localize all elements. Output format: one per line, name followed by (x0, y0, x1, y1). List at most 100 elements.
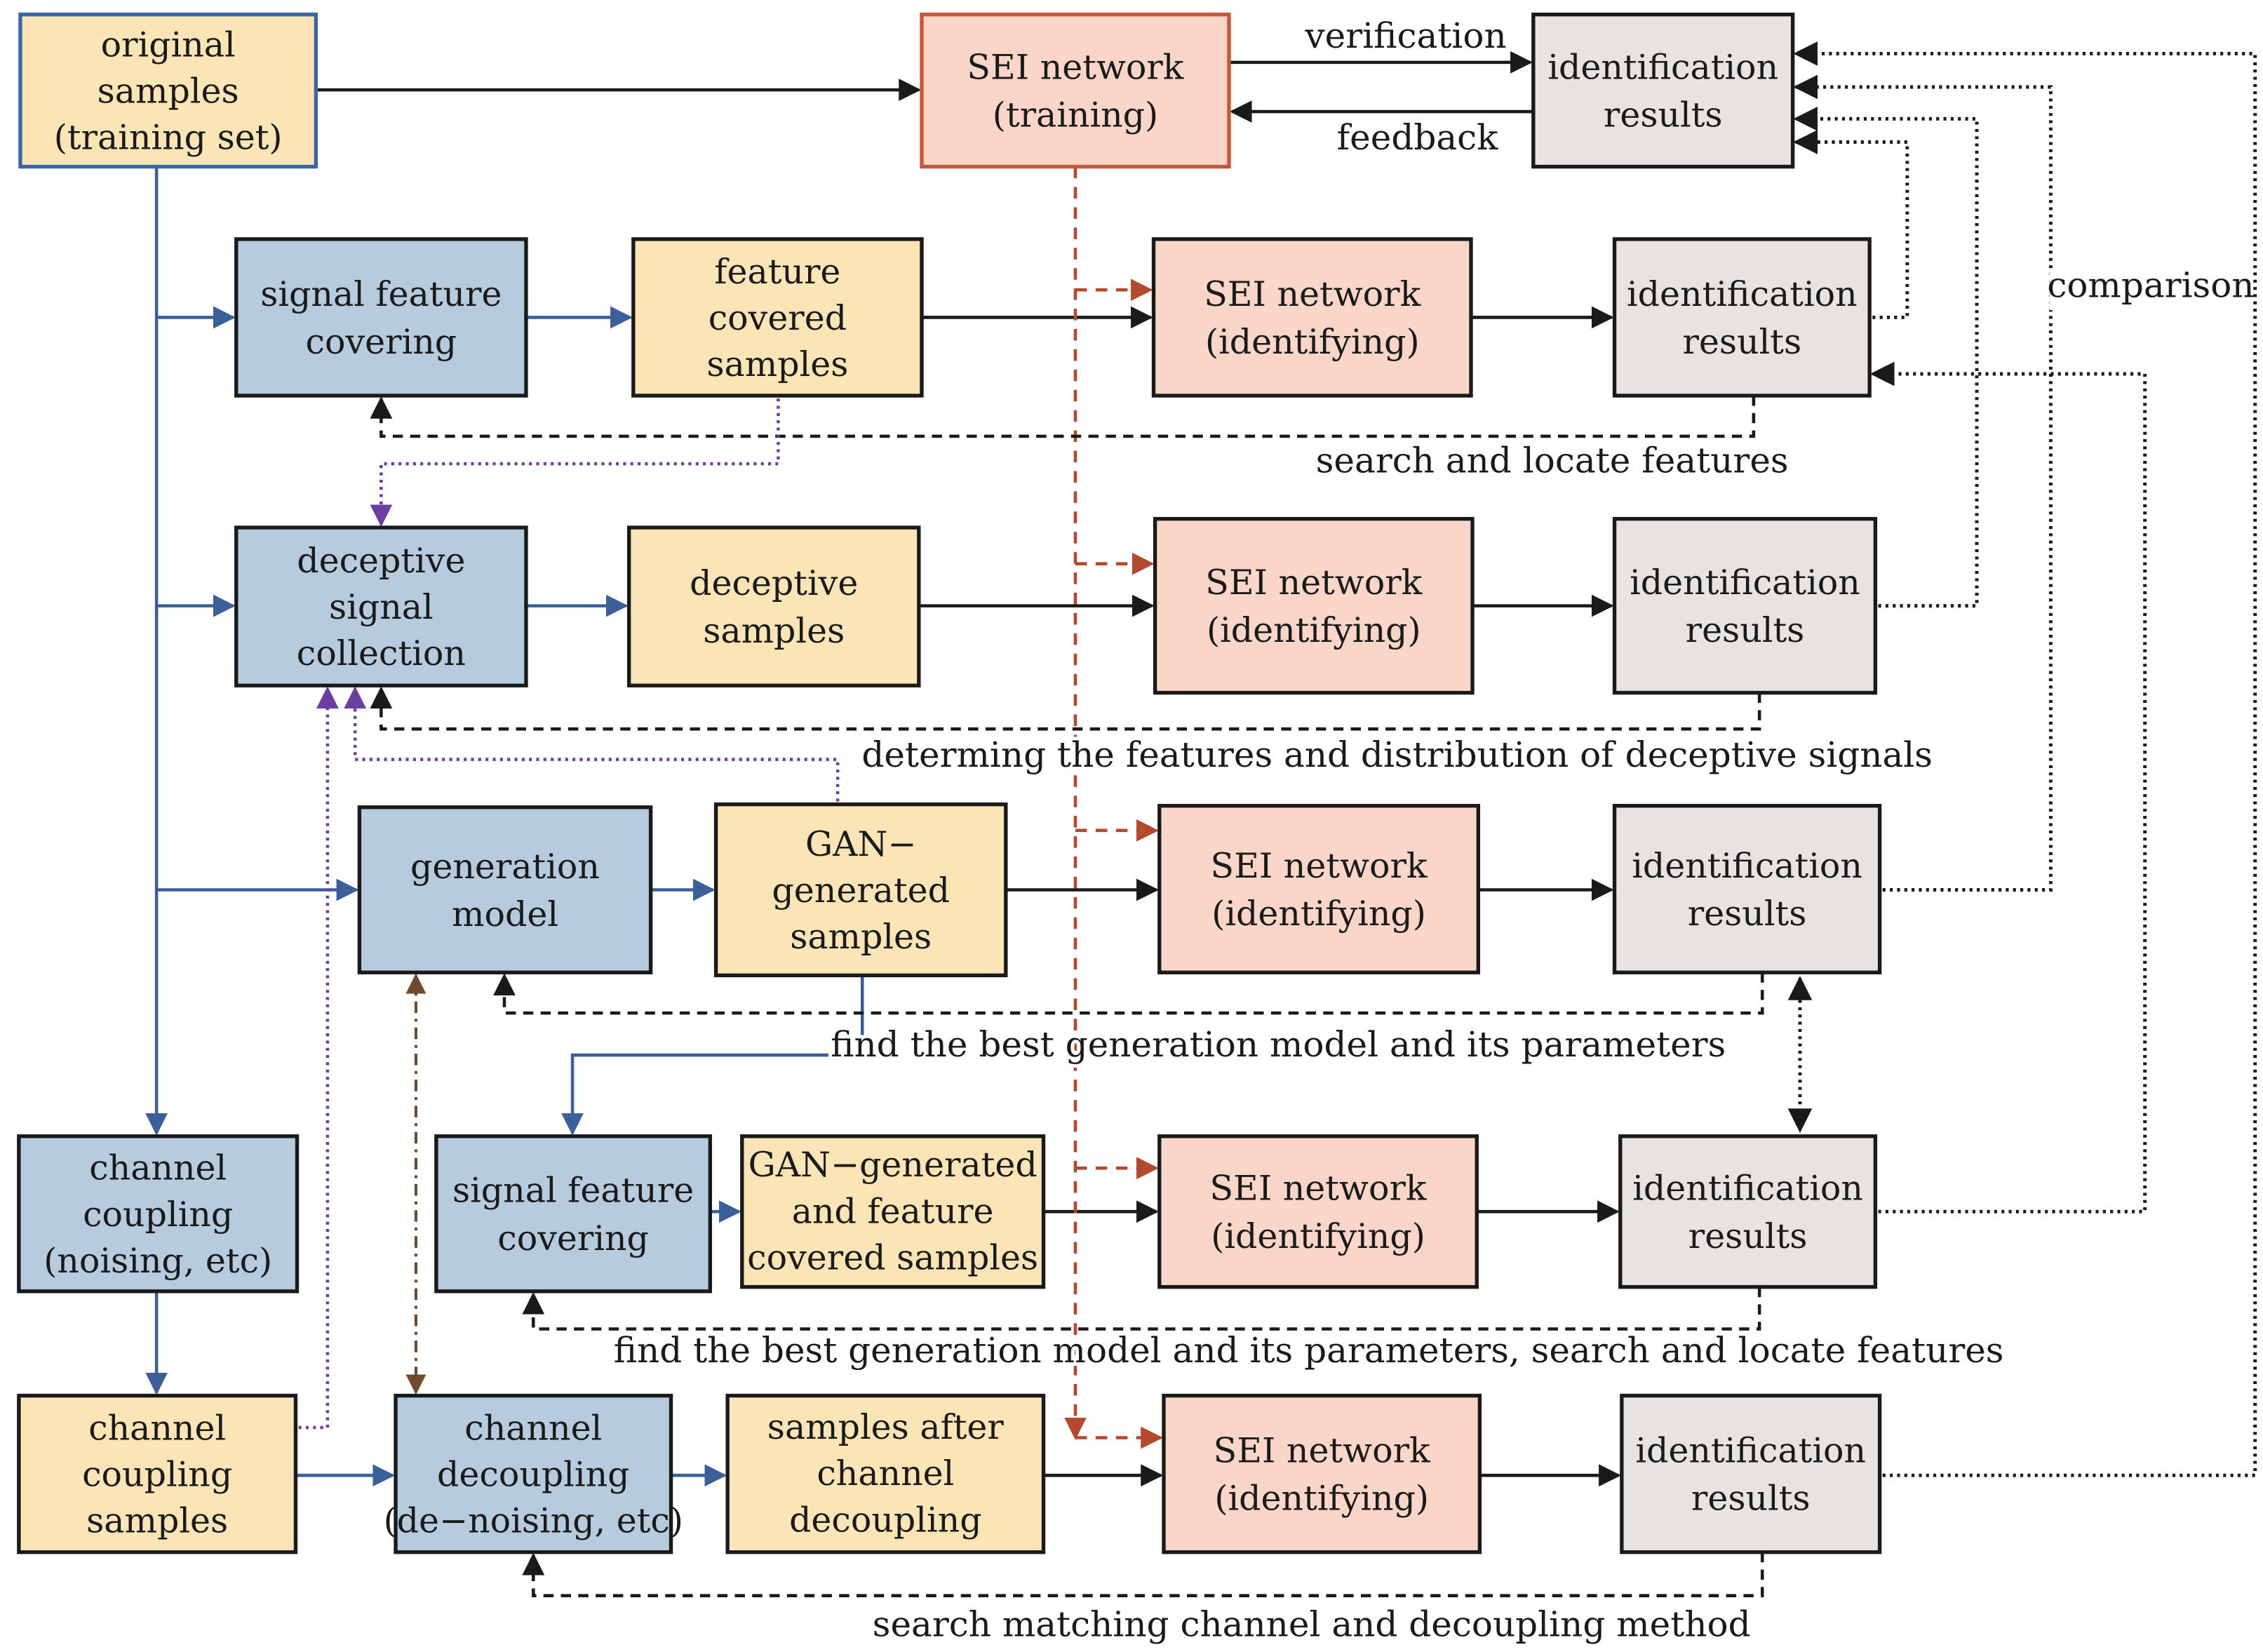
box-sei2-line-0: SEI network (1205, 563, 1423, 603)
box-sei_train-shape (920, 12, 1231, 169)
label-loop2-halo: determing the features and distribution … (861, 734, 1933, 775)
box-ganfc-line-1: and feature (792, 1191, 994, 1231)
box-res1-line-1: results (1683, 322, 1802, 362)
label-comparison: comparison (2047, 265, 2254, 306)
box-sfc1: signal feature covering (234, 237, 528, 398)
box-sfc2-line-0: signal feature (452, 1171, 694, 1211)
box-res4: identification results (1618, 1134, 1878, 1289)
box-sei5-line-1: (identifying) (1214, 1479, 1429, 1519)
box-sei1-line-0: SEI network (1204, 274, 1421, 314)
box-sfc2-line-1: covering (497, 1218, 649, 1258)
box-fcs-line-0: feature (714, 252, 840, 292)
label-loop4: find the best generation model and its p… (614, 1330, 2004, 1371)
label-verification: verification (1304, 15, 1506, 56)
box-fcs-line-1: covered (709, 298, 847, 338)
box-ds-line-1: samples (703, 611, 845, 651)
box-res0-line-0: identification (1547, 48, 1778, 88)
box-res2-line-1: results (1686, 610, 1805, 650)
box-dsc-line-1: signal (329, 587, 434, 627)
box-sacd-line-1: channel (817, 1453, 954, 1493)
box-sei2-line-1: (identifying) (1207, 610, 1421, 650)
box-sfc2-shape (434, 1134, 713, 1294)
box-res4-line-0: identification (1632, 1169, 1863, 1209)
box-sei2-shape (1153, 516, 1475, 695)
box-gan-line-0: GAN− (805, 824, 916, 864)
box-sei5: SEI network (identifying) (1162, 1393, 1482, 1554)
box-ccs-line-1: coupling (82, 1455, 232, 1495)
box-res3-line-0: identification (1632, 846, 1862, 886)
label-loop5: search matching channel and decoupling m… (873, 1604, 1751, 1645)
label-loop2: determing the features and distribution … (861, 734, 1933, 775)
edge-purple-gan-to-dsc (344, 686, 840, 802)
box-sei1: SEI network(identifying) (1151, 237, 1473, 398)
box-ganfc-line-2: covered samples (747, 1237, 1038, 1277)
box-gan-shape (713, 802, 1008, 978)
box-sfc1-shape (234, 237, 528, 398)
box-ccs-line-2: samples (86, 1501, 228, 1541)
box-res2-shape (1612, 516, 1878, 695)
box-sei2: SEI network (identifying) (1153, 516, 1475, 695)
box-original-line-1: samples (98, 72, 239, 112)
box-res3-line-1: results (1688, 894, 1807, 934)
box-res5-line-0: identification (1635, 1431, 1866, 1471)
box-ccs-line-0: channel (88, 1409, 226, 1449)
box-sacd-shape (725, 1393, 1046, 1554)
box-ds-shape (626, 525, 921, 687)
box-gm-line-0: generation (410, 847, 600, 887)
box-gm-line-1: model (452, 894, 558, 934)
box-sfc2: signal feature covering (434, 1134, 713, 1294)
box-sfc1-line-0: signal feature (260, 274, 502, 314)
box-sei3-shape (1157, 804, 1481, 974)
box-sei4-shape (1157, 1134, 1479, 1289)
edge-labels: verification feedback comparison search and… (610, 15, 2255, 1648)
box-cd-shape (394, 1393, 673, 1554)
box-sacd-line-2: decoupling (789, 1500, 982, 1540)
box-res0: identification results (1531, 12, 1795, 169)
box-cd-line-0: channel (464, 1409, 602, 1449)
box-ganfc-line-0: GAN−generated (748, 1145, 1038, 1185)
box-sacd: samples after channel decoupling (725, 1393, 1046, 1554)
box-gan-line-1: generated (772, 871, 950, 911)
box-res0-line-1: results (1604, 95, 1723, 135)
box-res5: identification results (1620, 1393, 1882, 1554)
label-loop4-halo: find the best generation model and its p… (614, 1330, 2004, 1371)
box-ganfc: GAN−generated and feature covered samples (740, 1134, 1046, 1289)
box-cc-line-0: channel (89, 1148, 227, 1188)
label-feedback: feedback (1337, 117, 1499, 158)
box-sei_train-line-1: (training) (993, 95, 1158, 135)
box-sei1-shape (1151, 237, 1473, 398)
box-sei5-line-0: SEI network (1214, 1431, 1431, 1471)
box-sei4: SEI network (identifying) (1157, 1134, 1479, 1289)
box-res4-shape (1618, 1134, 1878, 1289)
box-res0-shape (1531, 12, 1795, 169)
box-sfc1-line-1: covering (306, 322, 457, 362)
box-ccs: channel coupling samples (17, 1393, 298, 1554)
edge-cmp-res2 (1793, 107, 1979, 608)
box-dsc-shape (234, 525, 528, 687)
edge-purple-fcs-to-dsc (370, 398, 780, 528)
box-res2-line-0: identification (1630, 563, 1860, 603)
box-cc-line-2: (noising, etc) (43, 1241, 272, 1281)
box-ganfc-shape (740, 1134, 1046, 1289)
box-sei4-line-1: (identifying) (1211, 1216, 1425, 1256)
label-loop1-halo: search and locate features (1316, 441, 1789, 481)
edge-cmp-res5 (1793, 41, 2257, 1477)
box-original-shape (18, 12, 318, 169)
edge-purple-ccs-to-dsc (298, 686, 339, 1430)
box-res3: identification results (1612, 804, 1882, 974)
box-res4-line-1: results (1688, 1216, 1808, 1256)
box-sei4-line-0: SEI network (1209, 1169, 1427, 1209)
edge-loop5 (522, 1552, 1764, 1597)
label-comparison-bg (2049, 272, 2252, 311)
box-sacd-line-0: samples after (767, 1407, 1005, 1447)
box-res5-line-1: results (1691, 1479, 1811, 1519)
edge-loop4 (522, 1287, 1761, 1331)
